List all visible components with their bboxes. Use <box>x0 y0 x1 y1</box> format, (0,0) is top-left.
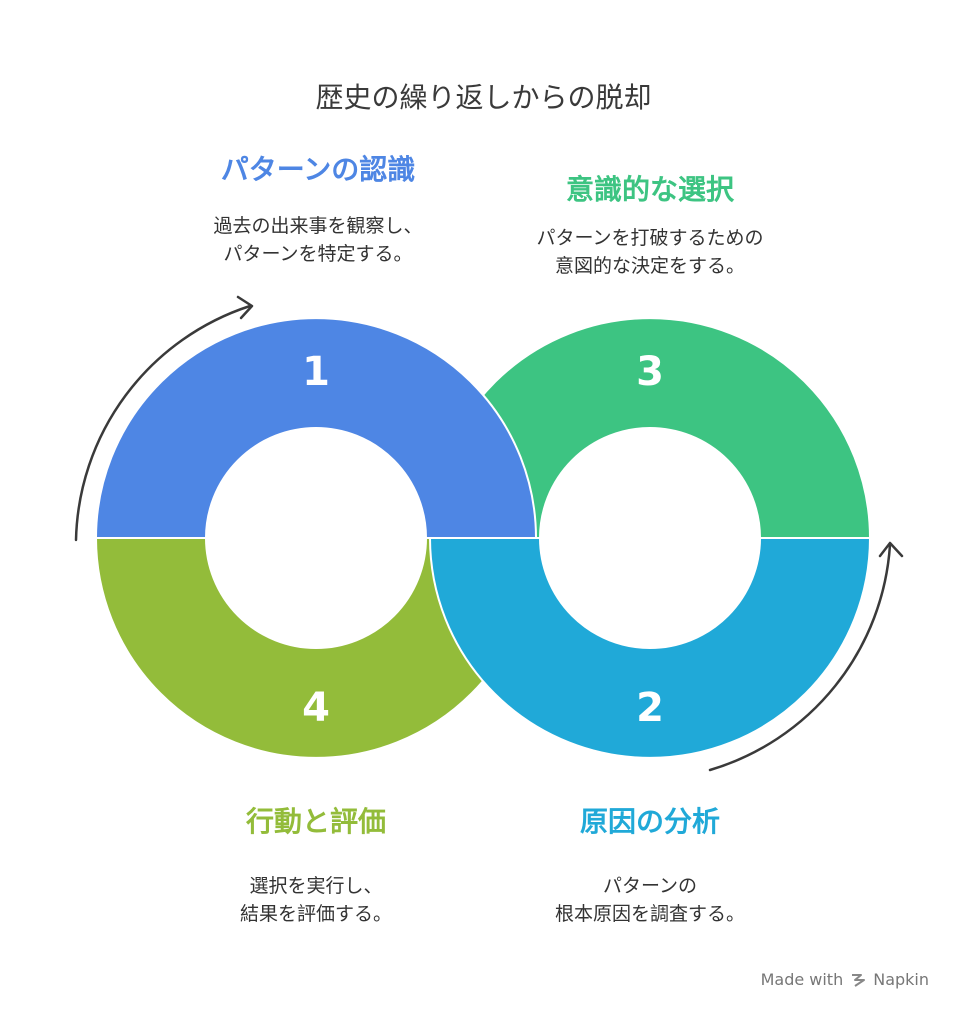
step-4-number: 4 <box>302 685 330 731</box>
segment-3-ring <box>428 317 872 539</box>
footer-brand: Napkin <box>873 970 929 989</box>
step-2-desc-line-1: パターンの <box>602 875 698 897</box>
step-3-desc-line-2: 意図的な決定をする。 <box>554 255 745 277</box>
step-4-desc-line-2: 結果を評価する。 <box>239 903 392 925</box>
step-2-desc-line-2: 根本原因を調査する。 <box>554 903 745 925</box>
step-1-title: パターンの認識 <box>220 153 416 186</box>
segment-2-ring <box>428 537 872 759</box>
step-3-desc-line-1: パターンを打破するための <box>536 227 764 249</box>
step-4-desc-line-1: 選択を実行し、 <box>249 875 383 897</box>
step-2-title: 原因の分析 <box>579 805 720 838</box>
cycle-arrow-right <box>708 543 892 772</box>
step-1-description: 過去の出来事を観察し、 パターンを特定する。 <box>158 212 478 268</box>
footer-made-with: Made with <box>760 970 844 989</box>
arrow-head-right-icon <box>878 541 904 558</box>
step-2-number: 2 <box>636 685 664 731</box>
diagram-title: 歴史の繰り返しからの脱却 <box>315 81 652 114</box>
napkin-logo-icon <box>852 973 866 987</box>
step-1-number: 1 <box>302 349 330 395</box>
cycle-arrow-left <box>74 304 252 542</box>
step-1-desc-line-2: パターンを特定する。 <box>223 243 413 265</box>
step-3-title: 意識的な選択 <box>565 173 734 206</box>
step-4-title: 行動と評価 <box>245 805 386 838</box>
footer-credit: Made with Napkin <box>761 970 929 989</box>
step-4-description: 選択を実行し、 結果を評価する。 <box>156 872 476 928</box>
step-3-number: 3 <box>636 349 664 395</box>
step-1-desc-line-1: 過去の出来事を観察し、 <box>213 215 423 237</box>
step-2-description: パターンの 根本原因を調査する。 <box>490 872 810 928</box>
step-3-description: パターンを打破するための 意図的な決定をする。 <box>490 224 810 280</box>
segment-4-ring <box>94 537 538 759</box>
arrow-head-left-icon <box>236 295 254 320</box>
segment-1-ring <box>94 317 538 539</box>
